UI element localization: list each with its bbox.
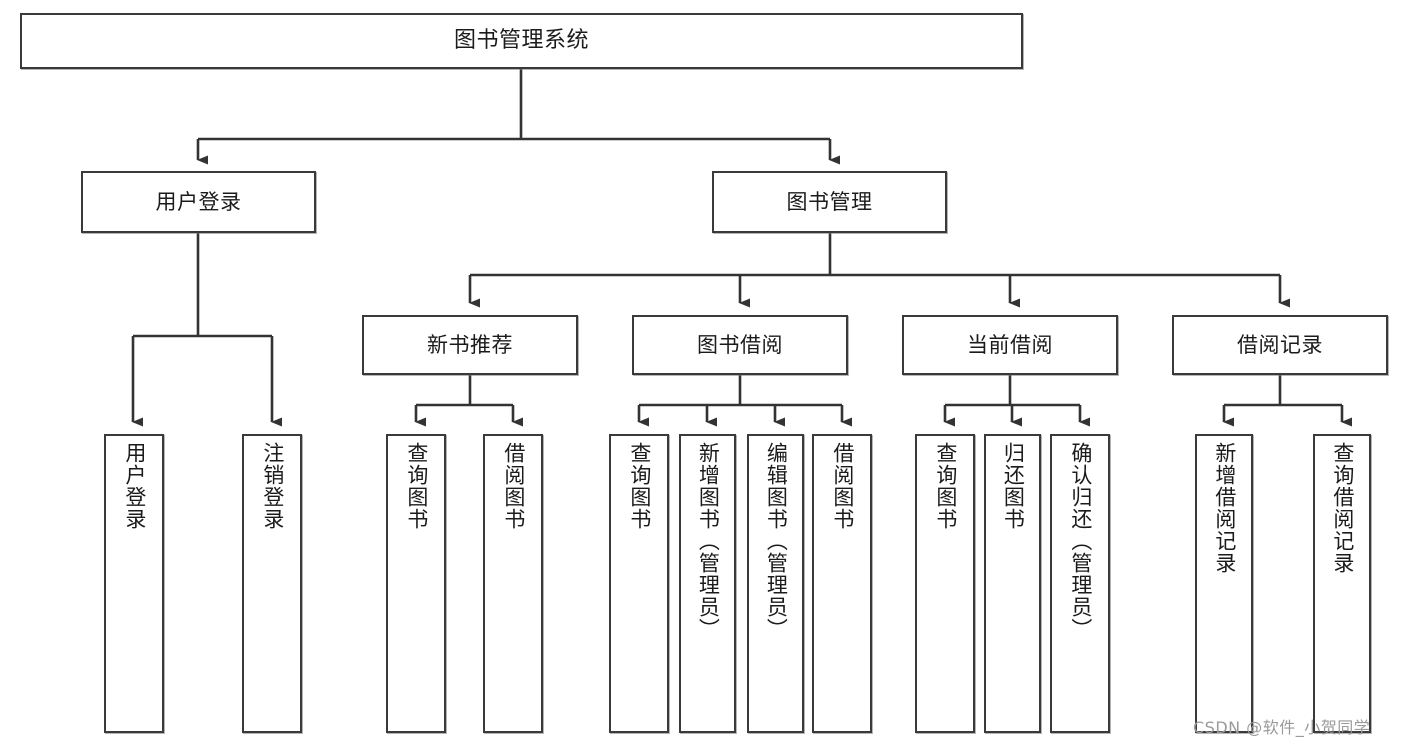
leaf-user-login-login[interactable]: 用户登录 — [104, 434, 164, 733]
node-label: 图书管理系统 — [453, 28, 589, 54]
node-label: 当前借阅 — [967, 332, 1053, 357]
node-label: 借阅图书 — [830, 442, 855, 530]
leaf-borrow-record-query-record[interactable]: 查询借阅记录 — [1313, 434, 1371, 733]
leaf-new-book-query-book[interactable]: 查询图书 — [386, 434, 446, 733]
node-label: 新书推荐 — [427, 332, 513, 357]
leaf-current-borrow-return-book[interactable]: 归还图书 — [984, 434, 1041, 733]
csdn-watermark: CSDN @软件_小贺同学 — [1193, 718, 1371, 737]
node-book-borrow[interactable]: 图书借阅 — [632, 315, 848, 375]
node-label: 新增借阅记录 — [1212, 442, 1237, 574]
node-label: 用户登录 — [122, 442, 147, 530]
node-label: 查询图书 — [627, 442, 652, 530]
node-label: 查询借阅记录 — [1330, 442, 1355, 574]
node-label: 用户登录 — [155, 189, 242, 214]
leaf-current-borrow-query-book[interactable]: 查询图书 — [915, 434, 975, 733]
leaf-new-book-borrow-book[interactable]: 借阅图书 — [483, 434, 543, 733]
node-borrow-record[interactable]: 借阅记录 — [1172, 315, 1388, 375]
leaf-user-login-logout[interactable]: 注销登录 — [242, 434, 302, 733]
leaf-book-borrow-edit-book-admin[interactable]: 编辑图书（管理员） — [747, 434, 804, 733]
node-label: 借阅记录 — [1237, 332, 1323, 357]
node-label: 编辑图书（管理员） — [764, 442, 789, 640]
node-book-management[interactable]: 图书管理 — [712, 171, 947, 233]
leaf-book-borrow-borrow-book[interactable]: 借阅图书 — [812, 434, 872, 733]
node-new-book-recommend[interactable]: 新书推荐 — [362, 315, 578, 375]
node-label: 注销登录 — [260, 442, 285, 530]
node-user-login[interactable]: 用户登录 — [81, 171, 316, 233]
node-label: 新增图书（管理员） — [696, 442, 721, 640]
node-label: 确认归还（管理员） — [1068, 442, 1093, 640]
node-label: 查询图书 — [404, 442, 429, 530]
node-label: 查询图书 — [933, 442, 958, 530]
node-label: 借阅图书 — [501, 442, 526, 530]
leaf-book-borrow-add-book-admin[interactable]: 新增图书（管理员） — [679, 434, 736, 733]
leaf-borrow-record-add-record[interactable]: 新增借阅记录 — [1195, 434, 1253, 733]
node-current-borrow[interactable]: 当前借阅 — [902, 315, 1118, 375]
node-label: 图书借阅 — [697, 332, 783, 357]
leaf-current-borrow-confirm-return-admin[interactable]: 确认归还（管理员） — [1050, 434, 1110, 733]
node-label: 归还图书 — [1001, 442, 1026, 530]
node-label: 图书管理 — [786, 189, 873, 214]
node-root-system[interactable]: 图书管理系统 — [20, 13, 1023, 69]
leaf-book-borrow-query-book[interactable]: 查询图书 — [609, 434, 669, 733]
